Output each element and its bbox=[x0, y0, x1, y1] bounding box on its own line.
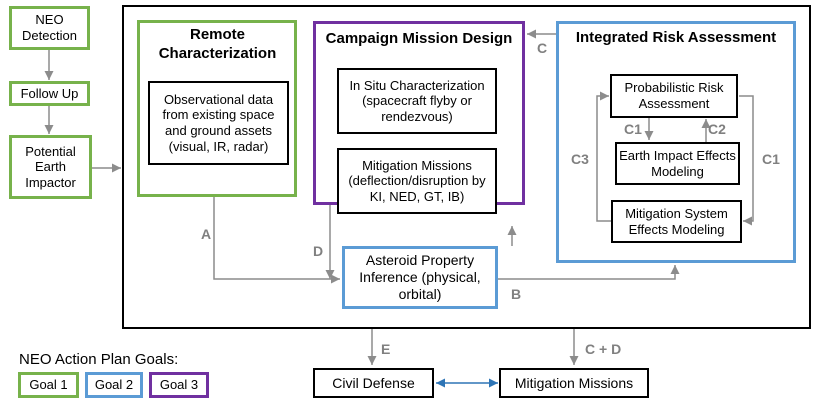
observational-data-label: Observational data from existing space a… bbox=[162, 91, 275, 154]
mitigation-missions-output-label: Mitigation Missions bbox=[514, 374, 634, 391]
remote-characterization-frame bbox=[137, 20, 297, 197]
mitigation-missions-design-label: Mitigation Missions (deflection/disrupti… bbox=[348, 157, 486, 204]
arrow-label-c3: C3 bbox=[571, 151, 589, 167]
legend-goal-2-label: Goal 2 bbox=[94, 377, 134, 393]
civil-defense-box: Civil Defense bbox=[313, 368, 434, 398]
civil-defense-label: Civil Defense bbox=[332, 374, 415, 391]
earth-impact-label: Earth Impact Effects Modeling bbox=[619, 147, 736, 179]
campaign-mission-design-title: Campaign Mission Design bbox=[325, 30, 513, 47]
probabilistic-risk-label: Probabilistic Risk Assessment bbox=[624, 80, 724, 111]
legend-title: NEO Action Plan Goals: bbox=[19, 351, 179, 368]
integrated-risk-assessment-title: Integrated Risk Assessment bbox=[575, 29, 777, 46]
arrow-label-c1-inner: C1 bbox=[624, 121, 642, 137]
legend-goal-2: Goal 2 bbox=[85, 372, 143, 398]
arrow-label-c1-right: C1 bbox=[762, 151, 780, 167]
arrow-label-c: C bbox=[537, 40, 548, 56]
legend-goal-1-label: Goal 1 bbox=[29, 377, 68, 393]
potential-impactor-label: Potential Earth Impactor bbox=[25, 143, 76, 190]
system-frame bbox=[122, 5, 811, 329]
arrow-label-c2: C2 bbox=[708, 121, 726, 137]
arrow-label-d: D bbox=[313, 243, 324, 259]
arrow-label-b: B bbox=[511, 286, 522, 302]
arrow-b-property-to-risk bbox=[498, 265, 680, 280]
earth-impact-box: Earth Impact Effects Modeling bbox=[615, 142, 740, 185]
follow-up-box: Follow Up bbox=[9, 81, 90, 106]
observational-data-box: Observational data from existing space a… bbox=[148, 81, 289, 165]
follow-up-label: Follow Up bbox=[20, 85, 79, 101]
probabilistic-risk-box: Probabilistic Risk Assessment bbox=[610, 74, 738, 118]
remote-characterization-title: Remote Characterization bbox=[158, 26, 277, 62]
asteroid-property-box: Asteroid Property Inference (physical, o… bbox=[342, 246, 498, 309]
mitigation-system-box: Mitigation System Effects Modeling bbox=[611, 200, 742, 243]
in-situ-label: In Situ Characterization (spacecraft fly… bbox=[349, 77, 485, 124]
arrow-c1-probabilistic-to-mitigation bbox=[739, 95, 754, 226]
potential-impactor-box: Potential Earth Impactor bbox=[9, 135, 92, 199]
mitigation-system-label: Mitigation System Effects Modeling bbox=[625, 205, 728, 237]
mitigation-missions-design-box: Mitigation Missions (deflection/disrupti… bbox=[337, 148, 497, 214]
legend-goal-1: Goal 1 bbox=[18, 372, 79, 398]
integrated-risk-assessment-frame bbox=[556, 21, 796, 263]
arrow-a-remote-to-property bbox=[213, 197, 340, 284]
asteroid-property-label: Asteroid Property Inference (physical, o… bbox=[359, 252, 481, 302]
legend-goal-3: Goal 3 bbox=[149, 372, 209, 398]
arrow-label-a: A bbox=[201, 226, 212, 242]
arrow-c3-mitigation-to-probabilistic bbox=[596, 91, 611, 222]
neo-detection-box: NEO Detection bbox=[9, 6, 90, 50]
arrow-label-c-plus-d: C + D bbox=[585, 341, 622, 357]
legend-goal-3-label: Goal 3 bbox=[159, 377, 199, 393]
in-situ-box: In Situ Characterization (spacecraft fly… bbox=[337, 68, 497, 134]
arrow-label-e: E bbox=[381, 341, 391, 357]
mitigation-missions-output-box: Mitigation Missions bbox=[499, 368, 649, 398]
neo-detection-label: NEO Detection bbox=[22, 12, 77, 43]
